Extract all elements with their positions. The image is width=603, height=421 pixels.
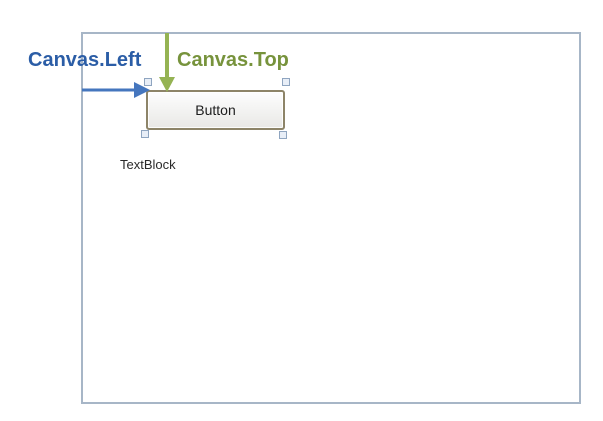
button-label: Button (195, 102, 236, 118)
selection-handle-top-left[interactable] (144, 78, 152, 86)
selection-handle-bottom-left[interactable] (141, 130, 149, 138)
textblock-element[interactable]: TextBlock (120, 157, 176, 172)
canvas-left-label: Canvas.Left (28, 49, 142, 71)
canvas-top-label: Canvas.Top (177, 49, 289, 71)
button-element[interactable]: Button (146, 90, 285, 130)
canvas-panel[interactable] (81, 32, 581, 404)
selection-handle-top-right[interactable] (282, 78, 290, 86)
selection-handle-bottom-right[interactable] (279, 131, 287, 139)
